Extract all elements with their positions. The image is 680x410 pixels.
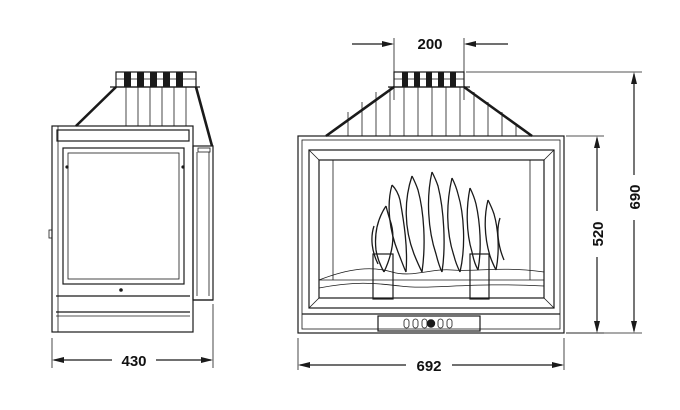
- front-view: 200: [297, 36, 565, 375]
- side-width-dimension: 430: [51, 304, 214, 370]
- air-control-knob[interactable]: [426, 319, 436, 328]
- total-height-label: 690: [627, 184, 644, 209]
- front-width-label: 692: [416, 358, 441, 375]
- body-height-dimension: 520: [566, 135, 607, 334]
- side-view: 430: [48, 71, 214, 370]
- log-set: [318, 253, 545, 300]
- flue-diameter-label: 200: [417, 36, 442, 53]
- front-width-dimension: 692: [297, 338, 565, 375]
- side-width-label: 430: [121, 353, 146, 370]
- side-flue-collar: [115, 71, 197, 88]
- side-body: [48, 125, 194, 333]
- air-control-slider[interactable]: [377, 315, 481, 332]
- side-flange: [192, 145, 214, 301]
- body-height-label: 520: [590, 221, 607, 246]
- total-height-dimension: 690: [466, 71, 644, 334]
- flue-dimension: 200: [352, 36, 508, 100]
- front-hood: [325, 85, 533, 138]
- flames-illustration: [371, 171, 505, 273]
- side-hood: [75, 86, 214, 147]
- front-flue-collar: [393, 71, 465, 88]
- front-body: [297, 135, 565, 334]
